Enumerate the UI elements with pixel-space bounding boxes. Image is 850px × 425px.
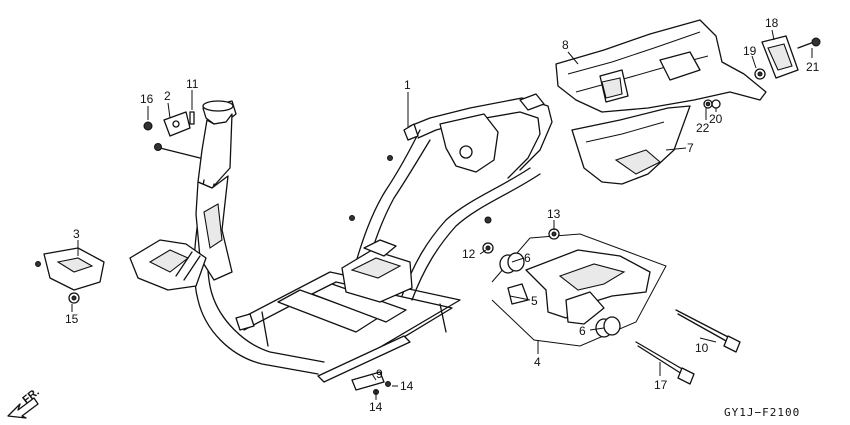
callout-13: 13 [547, 207, 561, 221]
front-direction-indicator: FR. [7, 386, 42, 419]
callout-20: 20 [709, 112, 723, 126]
callout-7: 7 [687, 141, 694, 155]
callout-19: 19 [743, 44, 757, 58]
callout-9: 9 [376, 367, 383, 381]
callout-18: 18 [765, 16, 779, 30]
callout-2: 2 [164, 89, 171, 103]
callout-10: 10 [695, 341, 709, 355]
callout-15: 15 [65, 312, 79, 326]
callout-6a: 6 [524, 251, 531, 265]
callout-5: 5 [531, 294, 538, 308]
part-callouts: 1 2 3 4 5 6 6 7 8 9 10 11 12 13 14 14 15… [65, 16, 820, 414]
callout-11: 11 [186, 77, 199, 91]
callout-6b: 6 [579, 324, 586, 338]
callout-3: 3 [73, 227, 80, 241]
callout-14a: 14 [400, 379, 414, 393]
callout-21: 21 [806, 60, 820, 74]
leader-lines [71, 29, 813, 400]
diagram-code: GY1J−F2100 [724, 406, 800, 419]
front-arrow-icon [7, 397, 39, 419]
direction-label: FR. [20, 386, 41, 406]
head-bracket-group [143, 111, 201, 159]
callout-1: 1 [404, 78, 411, 92]
rear-fender-flap-part-7 [571, 105, 691, 185]
callout-12: 12 [462, 247, 476, 261]
main-frame [193, 93, 553, 383]
callout-16: 16 [140, 92, 154, 106]
callout-8: 8 [562, 38, 569, 52]
long-bolts [635, 309, 741, 385]
callout-14b: 14 [369, 400, 383, 414]
callout-22: 22 [696, 121, 710, 135]
rear-inner-fender-part-8 [555, 19, 767, 113]
side-bracket-part-3 [35, 247, 105, 304]
callout-4: 4 [534, 355, 541, 369]
callout-17: 17 [654, 378, 668, 392]
small-plate-part-9 [351, 371, 391, 395]
rear-plate-group [703, 35, 821, 109]
front-step-bracket [129, 239, 207, 291]
engine-hanger-assembly-part-4 [482, 228, 667, 347]
